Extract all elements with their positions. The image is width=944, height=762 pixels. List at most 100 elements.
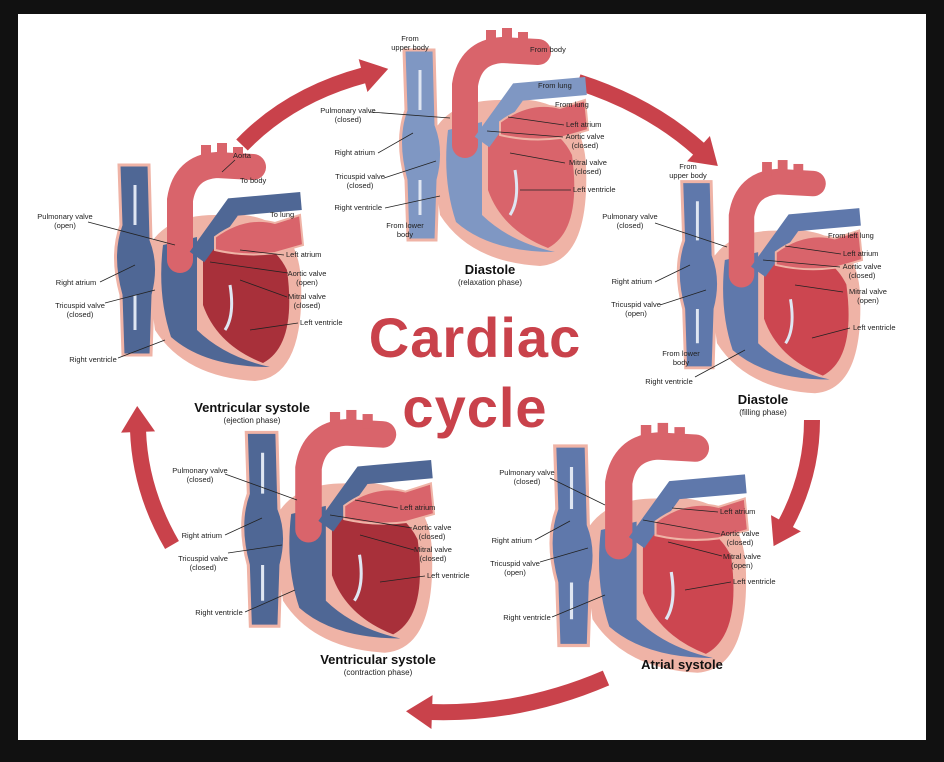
blood-flow-arrows <box>569 466 675 621</box>
aorta-branch <box>201 145 211 159</box>
heart-label: Right atrium <box>611 277 652 286</box>
heart-label: Tricuspid valve (closed) <box>55 301 105 319</box>
leader-line <box>486 130 564 138</box>
phase-title: Atrial systole <box>641 657 723 672</box>
blood-flow-arrows <box>418 70 519 216</box>
heart-label: Tricuspid valve (closed) <box>335 172 385 190</box>
left-ventricle <box>331 507 420 635</box>
blood-flow-arrows <box>695 201 794 345</box>
heart-label: Left atrium <box>566 120 602 129</box>
heart-label: Left ventricle <box>300 318 343 327</box>
leader-line <box>239 279 288 298</box>
cycle-arrows <box>121 59 820 730</box>
aorta <box>295 419 397 543</box>
pulmonary-artery <box>474 77 587 148</box>
blood-flow-arrows <box>133 185 234 331</box>
leader-line <box>667 541 723 557</box>
left-atrium <box>774 229 864 271</box>
aorta <box>167 151 266 273</box>
aorta-branch <box>793 163 804 178</box>
heart-label: Left atrium <box>720 507 756 516</box>
aorta <box>452 36 551 158</box>
aorta-branch <box>486 30 496 44</box>
heart-label: Mitral valve (closed) <box>414 545 452 563</box>
vena-cava <box>399 48 443 242</box>
heart-label: Left ventricle <box>853 323 896 332</box>
pulmonary-artery <box>751 208 861 277</box>
pulmonary-artery <box>318 459 433 532</box>
left-atrium <box>499 98 590 141</box>
vena-cava <box>549 444 596 648</box>
leader-line <box>377 132 414 154</box>
heart-label: Aorta <box>233 151 251 160</box>
cycle-arrow-1 <box>236 59 389 151</box>
leader-line <box>694 349 746 378</box>
leader-line <box>379 575 426 583</box>
heart-label: Right atrium <box>181 531 222 540</box>
heart-label: From lower body <box>386 221 424 239</box>
pulmonary-artery <box>628 474 747 549</box>
leader-line <box>384 195 441 209</box>
leader-line <box>539 547 589 563</box>
heart-label: Tricuspid valve (open) <box>490 559 540 577</box>
leader-line <box>549 477 606 506</box>
leader-line <box>359 534 415 551</box>
leader-line <box>209 261 289 274</box>
leader-line <box>671 507 719 513</box>
heart-label: Tricuspid valve (closed) <box>178 554 228 572</box>
leader-line <box>684 581 732 591</box>
heart-label: Left ventricle <box>427 571 470 580</box>
leader-line <box>534 520 571 541</box>
heart-label: Right ventricle <box>645 377 693 386</box>
heart-label: Pulmonary valve (closed) <box>172 466 228 484</box>
phase-title: Diastole <box>737 392 789 407</box>
phase-title: Diastole <box>464 262 516 277</box>
aorta-branch <box>346 409 357 425</box>
heart-label: Pulmonary valve (closed) <box>499 468 555 486</box>
pulmonary-artery <box>189 192 302 263</box>
heart-label: Aortic valve (closed) <box>842 262 882 280</box>
leader-line <box>104 289 156 304</box>
leader-line <box>117 339 166 359</box>
leader-line <box>354 499 399 509</box>
aorta-branch <box>518 32 528 46</box>
left-atrium <box>343 482 436 525</box>
cycle-arrow-3 <box>770 419 820 547</box>
left-atrium <box>214 213 305 256</box>
heart-label: Right ventricle <box>334 203 382 212</box>
heart-label: Left ventricle <box>733 577 776 586</box>
heart-label: Aortic valve (closed) <box>565 132 605 150</box>
aorta-branch <box>233 147 243 161</box>
leader-line <box>227 544 283 554</box>
heart-label: Left atrium <box>400 503 436 512</box>
heart-illustration <box>549 422 750 673</box>
left-ventricle <box>764 253 849 376</box>
heart-label: Tricuspid valve (open) <box>611 300 661 318</box>
leader-line <box>654 264 691 283</box>
phase-subtitle: (filling phase) <box>739 408 787 417</box>
leader-line <box>794 284 844 293</box>
leader-line <box>642 519 721 535</box>
phase-subtitle: (ejection phase) <box>223 416 281 425</box>
leader-line <box>654 222 728 248</box>
leader-line <box>87 221 176 246</box>
heart-label: Pulmonary valve (closed) <box>320 106 376 124</box>
heart-label: From lung <box>555 100 589 109</box>
heart-label: Right ventricle <box>69 355 117 364</box>
title-cycle: cycle <box>402 376 548 439</box>
leader-line <box>239 249 285 256</box>
left-ventricle <box>642 523 734 654</box>
leader-line <box>224 517 263 536</box>
heart-label: Right ventricle <box>503 613 551 622</box>
heart-label: From lung <box>538 81 572 90</box>
aorta-branch <box>502 28 512 42</box>
heart-label: From body <box>530 45 566 54</box>
heart-label: From left lung <box>828 231 874 240</box>
leader-line <box>244 589 296 613</box>
heart-label: Mitral valve (closed) <box>288 292 326 310</box>
vena-cava <box>676 180 720 370</box>
phase-title: Ventricular systole <box>194 400 310 415</box>
heart-label: Right atrium <box>55 278 97 287</box>
